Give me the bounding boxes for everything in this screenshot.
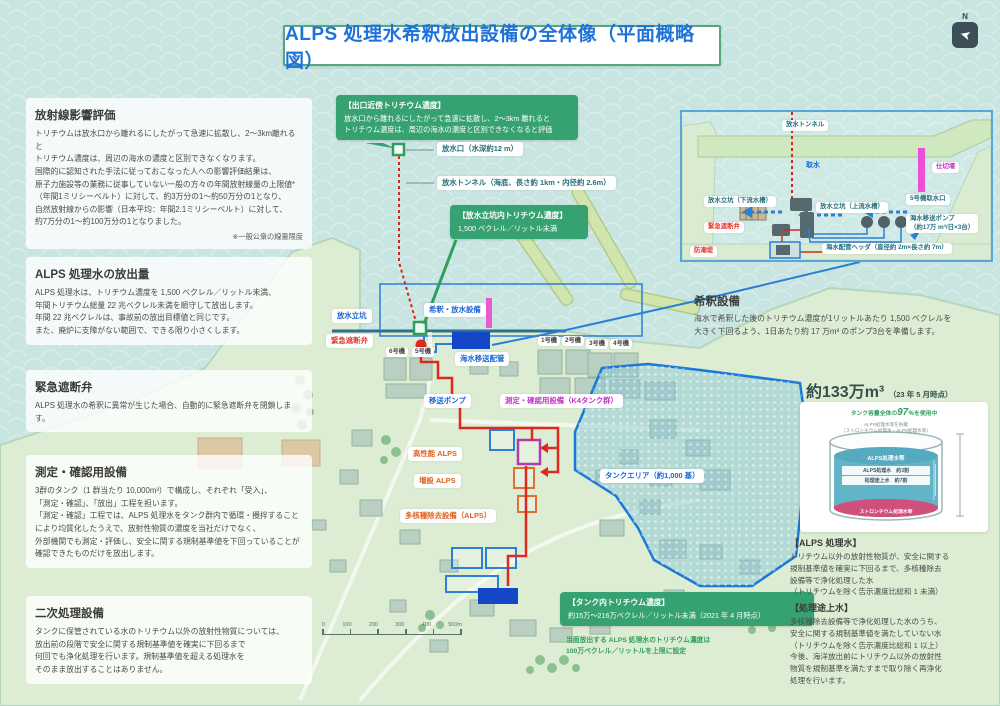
section-body: トリチウム以外の放射性物質が、安全に関する 規制基準値を確実に下回るまで、多核種… xyxy=(790,552,950,597)
inset-label-intake: 取水 xyxy=(806,162,820,169)
label-emergency-valve: 緊急遮断弁 xyxy=(326,334,373,348)
panel-body: 3群のタンク（1 群当たり 10,000m³）で構成し、それぞれ「受入」、 「測… xyxy=(35,486,300,559)
panel-footnote: ※一般公衆の線量限度 xyxy=(232,232,303,241)
callout-body: 放水口から離れるにしたがって急速に拡散し、2〜3km 離れると トリチウム濃度は… xyxy=(344,114,553,135)
label-transfer-pump: 移送ポンプ xyxy=(424,394,471,408)
label-hp-alps: 高性能 ALPS xyxy=(408,447,462,461)
panel-heading: 放射線影響評価 xyxy=(35,110,116,122)
inset-detail-diagram: 放水トンネル 取水 仕切堰 放水立坑（下流水槽） 放水立坑（上流水槽） 5号機取… xyxy=(680,110,993,262)
inset-label-shaft-downstream: 放水立坑（下流水槽） xyxy=(704,196,776,207)
inset-label-shaft-upstream: 放水立坑（上流水槽） xyxy=(816,202,888,213)
label-alps: 多核種除去設備（ALPS） xyxy=(400,509,497,523)
panel-radiation-assessment: 放射線影響評価 トリチウムは放水口から離れるにしたがって急速に拡散し、2〜3km… xyxy=(26,98,312,249)
north-arrow-icon: ➤ xyxy=(952,22,978,48)
label-tank-area: タンクエリア（約1,000 基） xyxy=(600,469,705,483)
usage-percent: 97 xyxy=(897,407,909,418)
panel-heading: ALPS 処理水の放出量 xyxy=(35,269,150,281)
section-alps-water: 【ALPS 処理水】 トリチウム以外の放射性物質が、安全に関する 規制基準値を確… xyxy=(790,536,990,598)
label-seawater-pipe: 海水移送配管 xyxy=(455,352,510,366)
label-discharge-shaft: 放水立坑 xyxy=(332,309,372,323)
callout-heading: 【タンク内トリチウム濃度】 xyxy=(568,598,670,607)
label-extension-alps: 増設 ALPS xyxy=(414,474,461,488)
scale-ruler xyxy=(322,629,462,635)
inset-label-seawater-pump: 海水移送ポンプ （約17万 m³/日×3台） xyxy=(906,214,979,234)
tank-ratio-alps: ALPS処理水 約3割 xyxy=(842,466,930,475)
tank-storage-card: タンク容量全体の97％を使用中 ALPS処理水等を貯蔵 （ストロンチウム処理水・… xyxy=(800,402,988,532)
label-unit1: 1号機 xyxy=(538,336,561,347)
section-body: 多核種除去設備等で浄化処理した水のうち、 安全に関する規制基準値を満たしていない… xyxy=(790,617,943,685)
scale-tick-label: 0 xyxy=(322,622,326,628)
inset-label-tunnel: 放水トンネル xyxy=(782,120,829,131)
inset-label-header-pipe: 海水配管ヘッダ（直径約 2m×長さ約 7m） xyxy=(822,243,952,254)
tank-storage-note: ALPS処理水等を貯蔵 （ストロンチウム処理水・ALPS処理水等） xyxy=(841,422,931,433)
scale-tick-label: 200 xyxy=(368,622,378,628)
panel-body: ALPS 処理水の希釈に異常が生じた場合、自動的に緊急遮断弁を閉鎖します。 xyxy=(35,401,292,423)
tank-volume-date: （23 年 5 月時点） xyxy=(888,390,953,399)
callout-heading: 【放水立坑内トリチウム濃度】 xyxy=(458,211,568,220)
panel-body: ALPS 処理水は、トリチウム濃度を 1,500 ベクレル／リットル未満、 年間… xyxy=(35,288,276,335)
label-discharge-tunnel: 放水トンネル（海底、長さ約 1km・内径約 2.6m） xyxy=(437,176,616,190)
tank-volume-heading: 約133万m³ （23 年 5 月時点） xyxy=(806,378,952,402)
label-unit4: 4号機 xyxy=(610,339,633,350)
section-heading: 【ALPS 処理水】 xyxy=(790,538,862,548)
tank-ratio-inprocess: 処理途上水 約7割 xyxy=(842,476,930,485)
scale-tick-label: 400 xyxy=(421,622,431,628)
inset-label-seawall: 防潮堤 xyxy=(690,246,718,257)
panel-discharge-amount: ALPS 処理水の放出量 ALPS 処理水は、トリチウム濃度を 1,500 ベク… xyxy=(26,257,312,345)
label-unit6: 6号機 xyxy=(386,347,409,358)
compass-n-label: N xyxy=(962,12,968,21)
panel-emergency-valve: 緊急遮断弁 ALPS 処理水の希釈に異常が生じた場合、自動的に緊急遮断弁を閉鎖し… xyxy=(26,370,312,433)
callout-body: 約15万〜216万ベクレル／リットル未満（2021 年 4 月時点） xyxy=(568,611,765,621)
page-title: ALPS 処理水希釈放出設備の全体像（平面概略図） xyxy=(283,24,721,72)
label-unit5: 5号機 xyxy=(412,347,435,358)
usage-pre: タンク容量全体の xyxy=(850,411,898,417)
panel-body: トリチウムは放水口から離れるにしたがって急速に拡散し、2〜3km離れると トリチ… xyxy=(35,129,296,227)
callout-shaft-tritium: 【放水立坑内トリチウム濃度】 1,500 ベクレル／リットル未満 xyxy=(450,205,588,240)
tank-volume-amount: 約133万m³ xyxy=(806,384,885,401)
section-in-process-water: 【処理途上水】 多核種除去設備等で浄化処理した水のうち、 安全に関する規制基準値… xyxy=(790,601,990,687)
inset-label-unit5-intake: 5号機取水口 xyxy=(906,194,950,205)
label-unit2: 2号機 xyxy=(562,336,585,347)
map-scale-bar: 0 100 200 300 400 500m xyxy=(322,622,462,635)
compass: N ➤ xyxy=(948,12,982,48)
callout-body: 1,500 ベクレル／リットル未満 xyxy=(458,224,558,234)
tank-strontium-band-label: ストロンチウム処理水等 xyxy=(859,510,913,515)
tank-tritium-note: 当面放出する ALPS 処理水のトリチウム濃度は 100万ベクレル／リットルを上… xyxy=(566,637,711,655)
inset-illustration xyxy=(682,112,991,260)
panel-measurement-facility: 測定・確認用設備 3群のタンク（1 群当たり 10,000m³）で構成し、それぞ… xyxy=(26,455,312,568)
section-body: 海水で希釈した後のトリチウム濃度が1リットルあたり 1,500 ベクレルを 大き… xyxy=(694,314,952,336)
panel-body: タンクに保管されている水のトリチウム以外の放射性物質については、 放出前の段階で… xyxy=(35,627,284,674)
inset-label-weir: 仕切堰 xyxy=(932,162,960,173)
callout-outlet-tritium: 【出口近傍トリチウム濃度】 放水口から離れるにしたがって急速に拡散し、2〜3km… xyxy=(336,95,578,141)
label-k4-tanks: 測定・確認用設備（K4タンク群） xyxy=(500,394,623,408)
scale-tick-label: 300 xyxy=(395,622,405,628)
section-dilution-facility: 希釈設備 海水で希釈した後のトリチウム濃度が1リットルあたり 1,500 ベクレ… xyxy=(694,293,990,339)
usage-post: ％を使用中 xyxy=(908,411,938,417)
panel-heading: 測定・確認用設備 xyxy=(35,467,127,479)
label-unit3: 3号機 xyxy=(586,339,609,350)
callout-tank-tritium: 【タンク内トリチウム濃度】 約15万〜216万ベクレル／リットル未満（2021 … xyxy=(560,592,814,627)
inset-label-emergency-valve: 緊急遮断弁 xyxy=(704,222,744,233)
scale-tick-label: 500m xyxy=(448,622,462,628)
section-heading: 希釈設備 xyxy=(694,296,740,308)
scale-numbers: 0 100 200 300 400 500m xyxy=(322,622,462,628)
tank-usage-note: タンク容量全体の97％を使用中 xyxy=(800,407,988,418)
panel-heading: 二次処理設備 xyxy=(35,608,104,620)
callout-heading: 【出口近傍トリチウム濃度】 xyxy=(344,101,446,110)
section-heading: 【処理途上水】 xyxy=(790,603,854,613)
label-dilution-facility: 希釈・放水設備 xyxy=(424,303,486,317)
tank-content-label: ALPS処理水等 xyxy=(867,456,905,462)
scale-tick-label: 100 xyxy=(342,622,352,628)
panel-heading: 緊急遮断弁 xyxy=(35,382,93,394)
panel-secondary-treatment: 二次処理設備 タンクに保管されている水のトリチウム以外の放射性物質については、 … xyxy=(26,596,312,684)
label-discharge-outlet: 放水口（水深約12 m） xyxy=(437,142,523,156)
